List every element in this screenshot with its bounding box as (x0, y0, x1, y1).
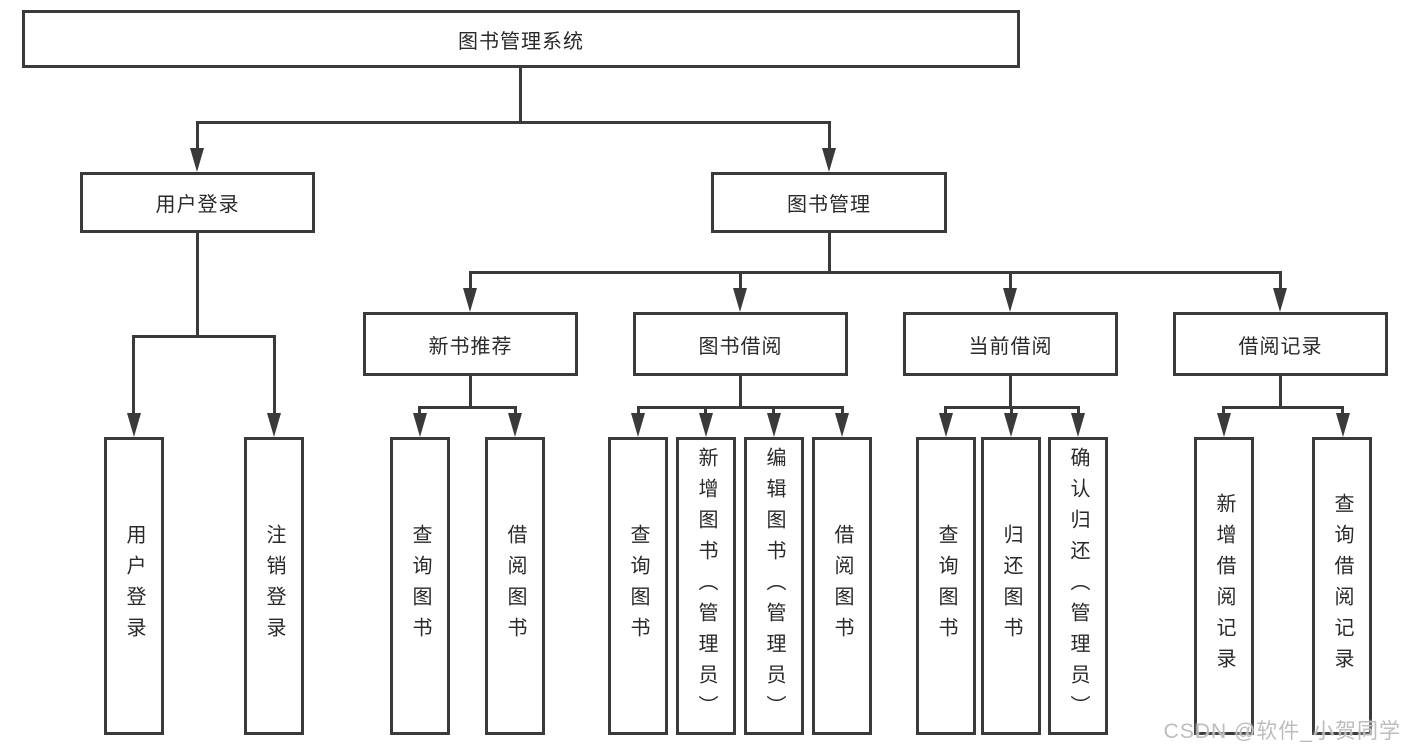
connector-line (739, 376, 742, 409)
connector-line (1222, 406, 1225, 417)
leaf-bb-edit-books-admin: 编辑图书（管理员） (744, 437, 804, 735)
node-label: 编辑图书（管理员） (763, 446, 785, 726)
arrowhead-icon (1217, 413, 1231, 437)
connector-line (1077, 406, 1080, 417)
leaf-cb-confirm-return-admin: 确认归还（管理员） (1048, 437, 1108, 735)
leaf-cb-return-books: 归还图书 (981, 437, 1041, 735)
leaf-bb-borrow-books: 借阅图书 (812, 437, 872, 735)
arrowhead-icon (1071, 413, 1085, 437)
arrowhead-icon (1004, 413, 1018, 437)
node-label: 图书管理 (787, 194, 871, 216)
node-label: 用户登录 (123, 524, 145, 648)
arrowhead-icon (267, 413, 281, 437)
arrowhead-icon (835, 413, 849, 437)
connector-line (1010, 406, 1013, 417)
node-label: 图书管理系统 (458, 30, 584, 53)
arrowhead-icon (190, 148, 204, 172)
arrowhead-icon (1273, 288, 1287, 312)
node-label: 新增图书（管理员） (695, 446, 717, 726)
leaf-cb-query-books: 查询图书 (916, 437, 976, 735)
connector-line (273, 335, 276, 417)
node-label: 查询图书 (935, 524, 957, 648)
connector-line (637, 406, 640, 417)
arrowhead-icon (733, 288, 747, 312)
connector-line (514, 406, 517, 417)
leaf-nbr-borrow-books: 借阅图书 (485, 437, 545, 735)
connector-line (739, 271, 742, 291)
leaf-user-login: 用户登录 (104, 437, 164, 735)
node-borrowing-records: 借阅记录 (1173, 312, 1388, 376)
arrowhead-icon (631, 413, 645, 437)
node-new-book-recommend: 新书推荐 (363, 312, 578, 376)
arrowhead-icon (699, 413, 713, 437)
node-label: 查询图书 (409, 524, 431, 648)
node-label: 用户登录 (155, 194, 240, 216)
node-user-login: 用户登录 (80, 172, 315, 233)
csdn-watermark: CSDN @软件_小贺同学 (1163, 720, 1401, 743)
leaf-nbr-query-books: 查询图书 (390, 437, 450, 735)
connector-line (132, 335, 135, 417)
leaf-logout: 注销登录 (244, 437, 304, 735)
connector-line (828, 121, 831, 151)
connector-line (469, 271, 1282, 274)
node-label: 注销登录 (263, 524, 285, 648)
connector-line (1279, 271, 1282, 291)
connector-line (841, 406, 844, 417)
arrowhead-icon (127, 413, 141, 437)
connector-line (944, 406, 947, 417)
node-label: 归还图书 (1000, 524, 1022, 648)
connector-line (519, 68, 522, 121)
arrowhead-icon (939, 413, 953, 437)
arrowhead-icon (1336, 413, 1350, 437)
leaf-bb-add-books-admin: 新增图书（管理员） (676, 437, 736, 735)
node-library-management-system: 图书管理系统 (22, 10, 1020, 68)
node-label: 图书借阅 (698, 335, 783, 358)
arrowhead-icon (1003, 288, 1017, 312)
node-label: 借阅图书 (831, 524, 853, 648)
arrowhead-icon (463, 288, 477, 312)
connector-line (772, 406, 775, 417)
arrowhead-icon (767, 413, 781, 437)
node-current-borrowing: 当前借阅 (903, 312, 1118, 376)
connector-line (828, 233, 831, 274)
node-book-management: 图书管理 (711, 172, 947, 233)
connector-line (1222, 406, 1344, 409)
arrowhead-icon (508, 413, 522, 437)
connector-line (196, 121, 199, 151)
node-label: 新增借阅记录 (1213, 493, 1235, 679)
leaf-br-add-record: 新增借阅记录 (1194, 437, 1254, 735)
arrowhead-icon (822, 148, 836, 172)
arrowhead-icon (413, 413, 427, 437)
node-label: 查询图书 (627, 524, 649, 648)
connector-line (1009, 271, 1012, 291)
connector-line (1341, 406, 1344, 417)
node-label: 确认归还（管理员） (1067, 446, 1089, 726)
connector-line (469, 376, 472, 409)
connector-line (637, 406, 844, 409)
node-label: 借阅图书 (504, 524, 526, 648)
node-book-borrowing: 图书借阅 (633, 312, 848, 376)
connector-line (196, 233, 199, 338)
connector-line (418, 406, 421, 417)
node-label: 借阅记录 (1238, 335, 1323, 358)
connector-line (1009, 376, 1012, 409)
node-label: 新书推荐 (428, 335, 513, 358)
connector-line (132, 335, 276, 338)
node-label: 当前借阅 (968, 335, 1053, 358)
node-label: 查询借阅记录 (1331, 493, 1353, 679)
connector-line (469, 271, 472, 291)
leaf-bb-query-books: 查询图书 (608, 437, 668, 735)
connector-line (418, 406, 517, 409)
connector-line (704, 406, 707, 417)
connector-line (1279, 376, 1282, 409)
connector-line (196, 121, 831, 124)
leaf-br-query-record: 查询借阅记录 (1312, 437, 1372, 735)
